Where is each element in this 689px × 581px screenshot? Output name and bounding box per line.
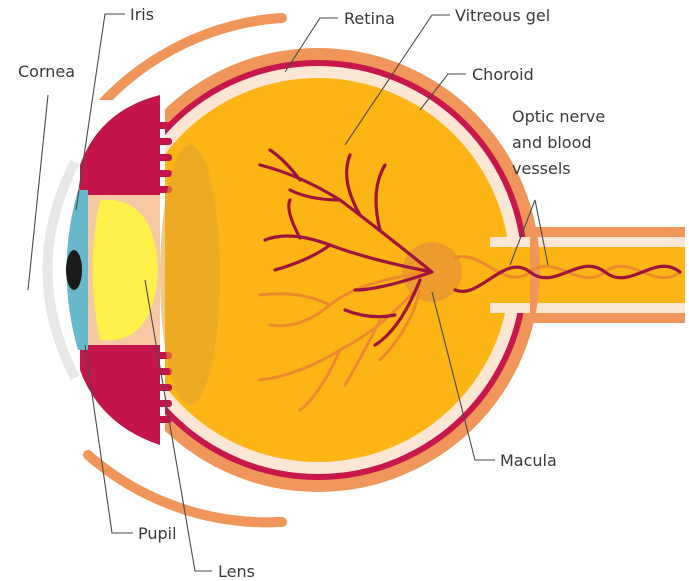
lens-shadow <box>160 145 220 405</box>
label-retina: Retina <box>344 9 395 28</box>
label-optic-nerve-line2: and blood <box>512 133 592 152</box>
label-pupil: Pupil <box>138 524 177 543</box>
label-optic-nerve-line3: vessels <box>512 159 571 178</box>
pupil <box>66 250 82 290</box>
sclera-arc-tip-bottom <box>277 517 287 527</box>
label-iris: Iris <box>130 5 154 24</box>
label-choroid: Choroid <box>472 65 534 84</box>
label-macula: Macula <box>500 451 557 470</box>
label-vitreous-gel: Vitreous gel <box>455 6 550 25</box>
label-optic-nerve-line1: Optic nerve <box>512 107 605 126</box>
optic-nerve-inner-join-bottom <box>490 303 530 313</box>
optic-nerve-core-join <box>470 247 530 303</box>
sclera-arc-tip-top <box>277 13 287 23</box>
label-lens: Lens <box>218 562 255 581</box>
label-cornea: Cornea <box>18 62 75 81</box>
optic-nerve-inner-join-top <box>490 237 530 247</box>
